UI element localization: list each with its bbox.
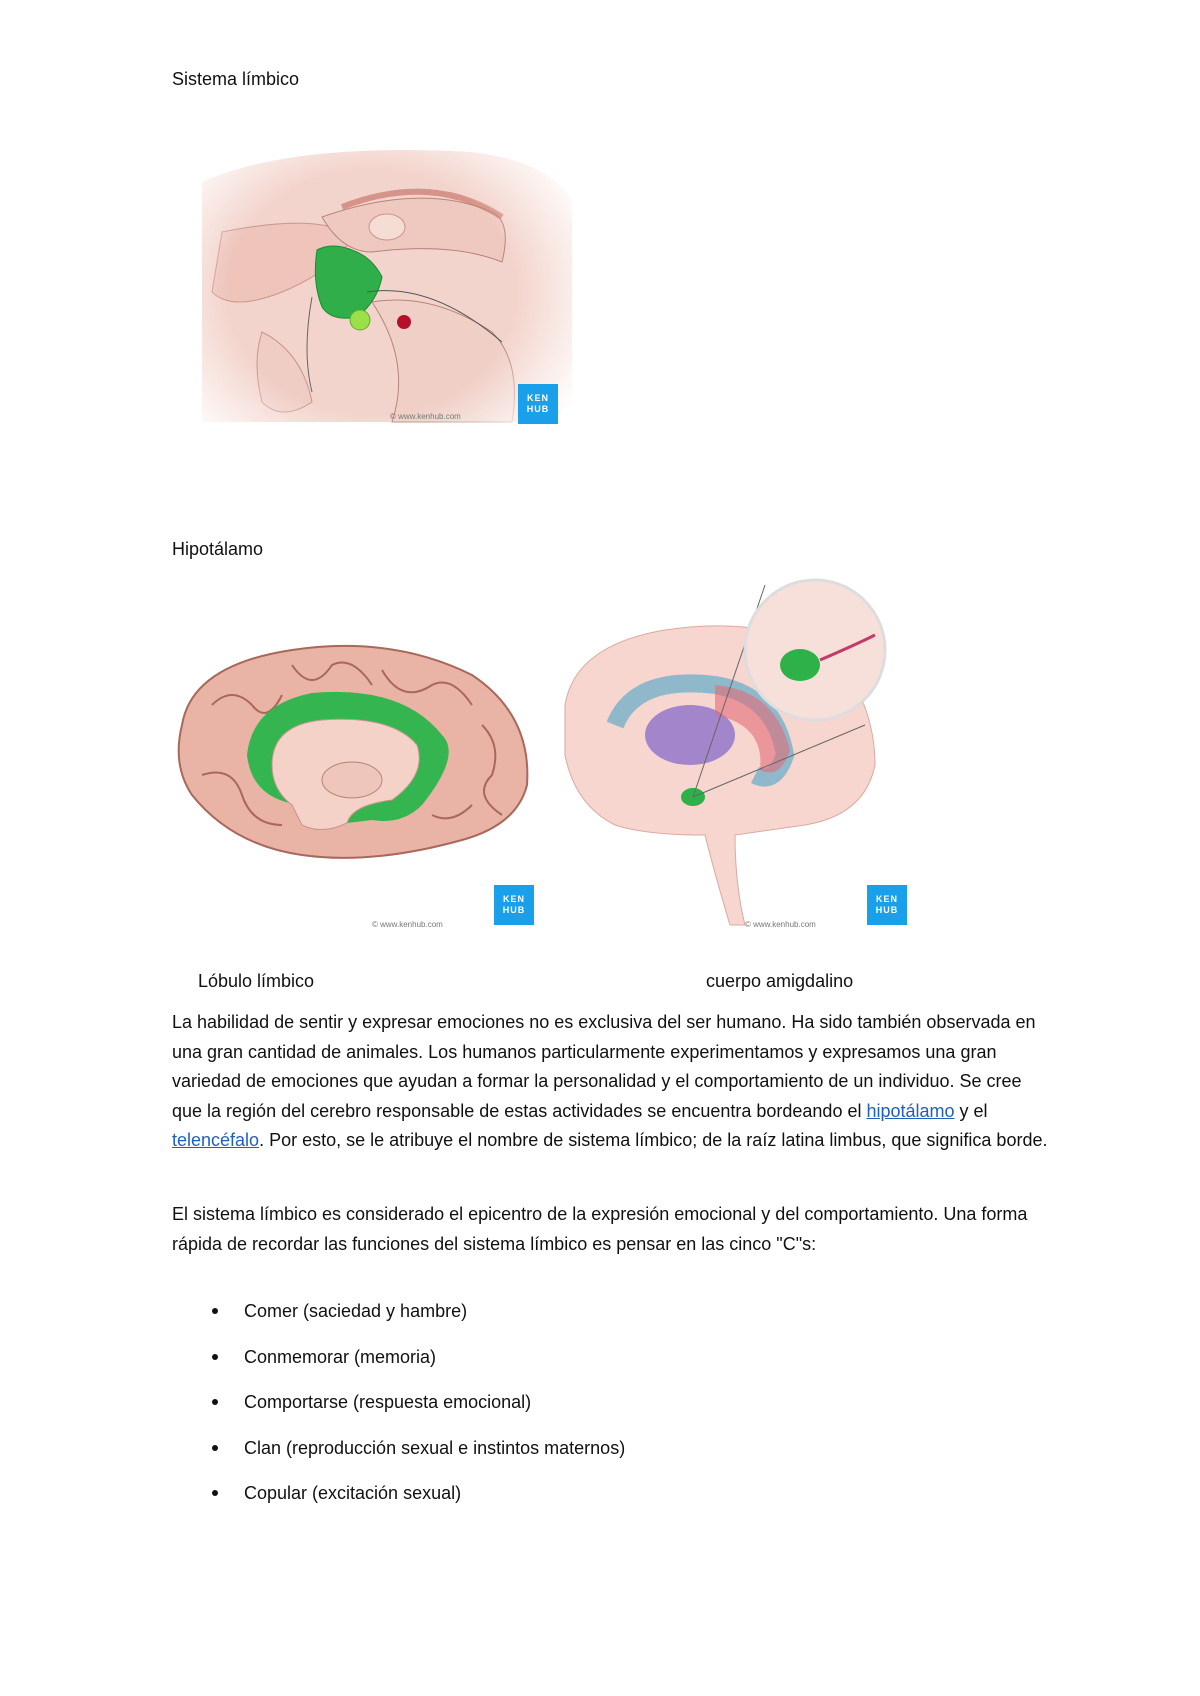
list-item: Comportarse (respuesta emocional) — [172, 1391, 625, 1437]
link-hipotalamo[interactable]: hipotálamo — [866, 1100, 955, 1121]
bullet-icon — [212, 1353, 218, 1360]
list-item: Conmemorar (memoria) — [172, 1346, 625, 1392]
list-item: Comer (saciedad y hambre) — [172, 1300, 625, 1346]
bullet-icon — [212, 1308, 218, 1314]
kenhub-logo: KEN HUB — [867, 885, 907, 925]
list-item: Clan (reproducción sexual e instintos ma… — [172, 1437, 625, 1483]
hypothalamus-illustration — [172, 122, 572, 462]
figure-hypothalamus-sagittal: © www.kenhub.com KEN HUB — [172, 122, 572, 462]
bullet-icon — [212, 1399, 218, 1405]
limbic-lobe-illustration — [172, 575, 540, 935]
paragraph-intro: La habilidad de sentir y expresar emocio… — [172, 1012, 1048, 1150]
list-item: Copular (excitación sexual) — [172, 1482, 625, 1528]
heading-hipotalamo: Hipotálamo — [172, 539, 264, 559]
figure-amygdala: © www.kenhub.com KEN HUB — [545, 575, 913, 935]
figure-limbic-lobe: © www.kenhub.com KEN HUB — [172, 575, 540, 935]
figure-credit: © www.kenhub.com — [390, 412, 461, 421]
figure-credit: © www.kenhub.com — [372, 920, 443, 929]
figure-credit: © www.kenhub.com — [745, 920, 816, 929]
heading-sistema-limbico: Sistema límbico — [172, 69, 300, 89]
kenhub-logo: KEN HUB — [494, 885, 534, 925]
caption-cuerpo-amigdalino: cuerpo amigdalino — [706, 971, 854, 991]
kenhub-logo: KEN HUB — [518, 384, 558, 424]
paragraph-cinco-c: El sistema límbico es considerado el epi… — [172, 1204, 1028, 1254]
link-telencefalo[interactable]: telencéfalo — [172, 1130, 260, 1150]
caption-lobulo-limbico: Lóbulo límbico — [198, 971, 315, 991]
five-c-list: Comer (saciedad y hambre) Conmemorar (me… — [172, 1300, 625, 1528]
bullet-icon — [212, 1490, 218, 1496]
amygdala-illustration — [545, 575, 913, 935]
bullet-icon — [212, 1444, 218, 1451]
